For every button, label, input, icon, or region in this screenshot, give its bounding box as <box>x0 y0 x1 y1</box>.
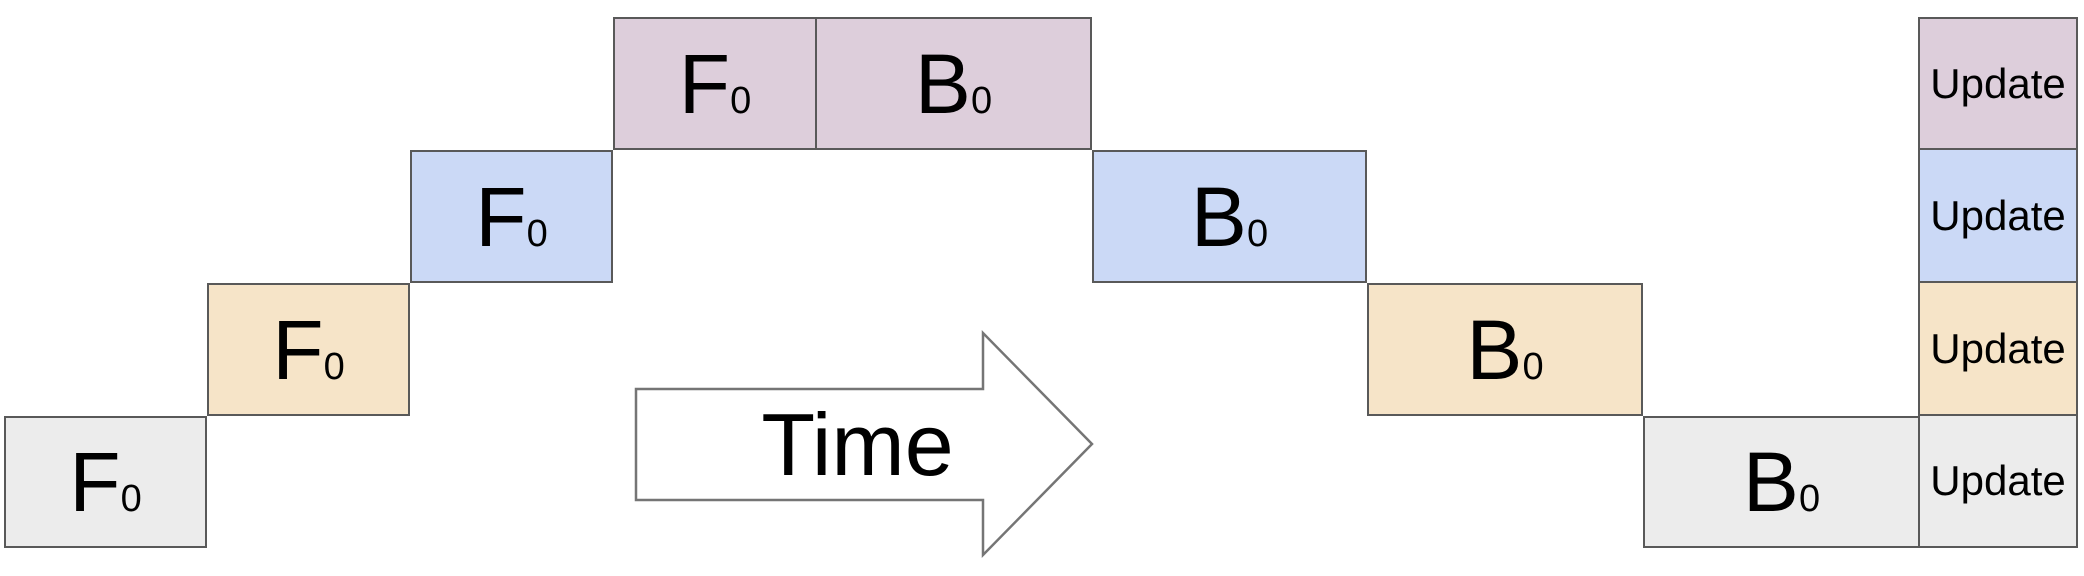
forward-block-row1: F0 <box>613 17 817 150</box>
forward-block-row2: F0 <box>410 150 613 283</box>
time-arrow-icon <box>634 329 1094 559</box>
backward-block-row1: B0 <box>815 17 1092 150</box>
update-block-row4: Update <box>1918 414 2078 548</box>
forward-block-row1-label: F0 <box>678 36 752 131</box>
backward-block-row4: B0 <box>1643 416 1920 548</box>
time-label: Time <box>761 394 954 494</box>
backward-block-row3-label: B0 <box>1466 302 1544 397</box>
update-block-row2: Update <box>1918 148 2078 283</box>
forward-block-row2-label: F0 <box>475 169 548 264</box>
update-block-row3-label: Update <box>1930 324 2066 372</box>
forward-block-row3: F0 <box>207 283 410 416</box>
backward-block-row3: B0 <box>1367 283 1643 416</box>
update-block-row1: Update <box>1918 17 2078 150</box>
forward-block-row4-label: F0 <box>69 435 142 529</box>
backward-block-row1-label: B0 <box>914 36 993 131</box>
backward-block-row2: B0 <box>1092 150 1367 283</box>
backward-block-row2-label: B0 <box>1190 169 1269 264</box>
update-block-row1-label: Update <box>1930 59 2066 107</box>
update-block-row2-label: Update <box>1930 191 2066 239</box>
forward-block-row3-label: F0 <box>272 302 345 397</box>
forward-block-row4: F0 <box>4 416 207 548</box>
update-block-row3: Update <box>1918 281 2078 416</box>
backward-block-row4-label: B0 <box>1742 435 1821 529</box>
update-block-row4-label: Update <box>1930 457 2066 504</box>
